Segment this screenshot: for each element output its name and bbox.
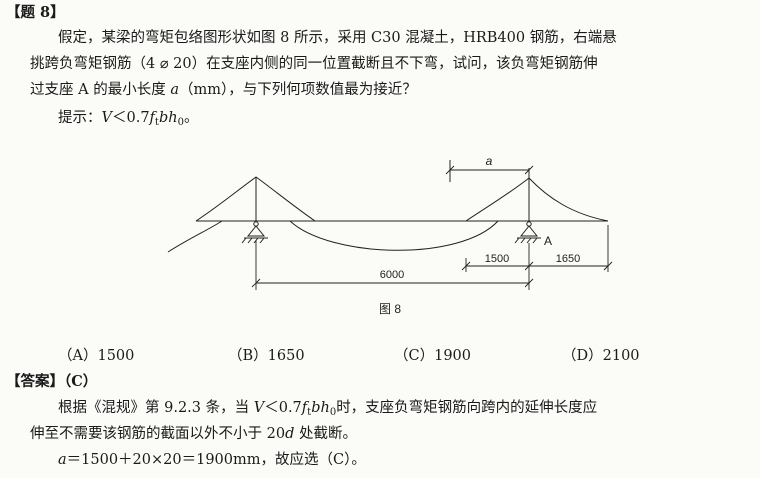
- figure-caption: 图 8: [379, 302, 401, 316]
- exp2-text: 伸至不需要该钢筋的截面以外不小于 20: [30, 426, 286, 442]
- question-line-3-text: 过支座 A 的最小长度: [30, 82, 171, 98]
- hint: 提示：V＜0.7ftbh0。: [58, 108, 198, 130]
- hint-V: V: [101, 110, 112, 126]
- label-A: A: [544, 234, 552, 248]
- hint-prefix: 提示：: [58, 110, 102, 126]
- figure-8-diagram: a A 6000 1500 1650 图 8: [167, 154, 613, 316]
- dimension-a: [445, 165, 534, 175]
- answer-tag: 【答案】: [6, 373, 64, 390]
- exp1-text: 根据《混规》第 9.2.3 条，当: [58, 400, 254, 416]
- answer: 【答案】（C）: [6, 372, 97, 392]
- hint-bh: bh: [158, 110, 178, 126]
- dim-1650-label: 1650: [556, 253, 580, 265]
- hint-f: f: [149, 110, 155, 126]
- label-a: a: [486, 154, 493, 168]
- exp1-t: t: [307, 407, 312, 418]
- exp1-rel: ＜0.7: [264, 400, 302, 416]
- option-D: （D）2100: [562, 348, 640, 364]
- question-line-3-end: （mm），与下列何项数值最为接近？: [178, 82, 417, 98]
- exp3-formula: ＝1500＋20×20＝1900mm，故应选（C）。: [66, 452, 366, 468]
- span-sagging-curve: [289, 220, 499, 251]
- left-sagging-curve: [167, 220, 223, 253]
- question-line-2: 挑跨负弯矩钢筋（4 ⌀ 20）在支座内侧的同一位置截断且不下弯，试问，该负弯矩钢…: [30, 56, 598, 72]
- support-A-icon: [514, 221, 541, 244]
- exp2-end: 处截断。: [294, 426, 357, 442]
- question-tag: 【题 8】: [6, 4, 65, 21]
- dim-6000-label: 6000: [380, 269, 404, 281]
- answer-value: （C）: [64, 373, 98, 390]
- option-A: （A）1500: [58, 348, 135, 364]
- hint-end: 。: [183, 110, 199, 126]
- question-line-3: 过支座 A 的最小长度 a（mm），与下列何项数值最为接近？: [30, 80, 417, 100]
- right-hogging-curve: [465, 177, 609, 222]
- dim-1500-label: 1500: [485, 253, 509, 265]
- option-C: （C）1900: [394, 348, 471, 364]
- exp1-V: V: [253, 400, 265, 416]
- hint-0: 0: [177, 117, 184, 128]
- exp1-f: f: [301, 400, 308, 416]
- variable-a: a: [170, 82, 179, 98]
- question-line-1: 假定，某梁的弯矩包络图形状如图 8 所示，采用 C30 混凝土，HRB400 钢…: [58, 30, 617, 46]
- explanation-line-3: a＝1500＋20×20＝1900mm，故应选（C）。: [58, 450, 366, 470]
- hint-t: t: [154, 117, 159, 128]
- explanation-line-2: 伸至不需要该钢筋的截面以外不小于 20d 处截断。: [30, 424, 357, 444]
- exp1-0: 0: [329, 407, 337, 418]
- exp2-d: d: [285, 426, 295, 442]
- dimension-1500-1650: [461, 225, 613, 272]
- exp3-a: a: [58, 452, 67, 468]
- hint-rel: ＜0.7: [111, 110, 150, 126]
- exp1-end: 时，支座负弯矩钢筋向跨内的延伸长度应: [336, 400, 598, 416]
- dimension-6000: [251, 240, 534, 290]
- explanation-line-1: 根据《混规》第 9.2.3 条，当 V＜0.7ftbh0时，支座负弯矩钢筋向跨内…: [58, 398, 597, 420]
- option-B: （B）1650: [228, 348, 305, 364]
- support-left-icon: [241, 221, 268, 244]
- exp1-bh: bh: [311, 400, 330, 416]
